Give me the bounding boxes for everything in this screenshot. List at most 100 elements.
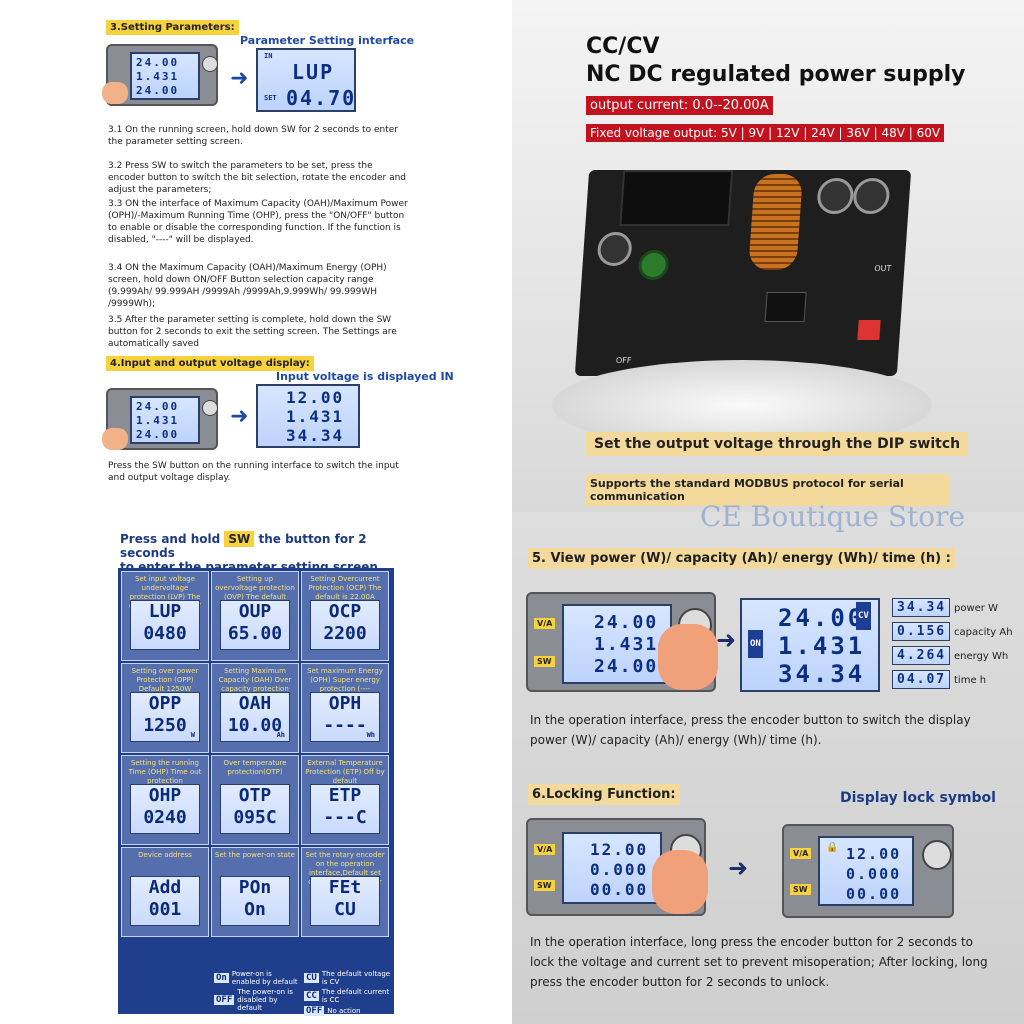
legend-text: The power-on is disabled by default: [237, 988, 293, 1012]
va-button-6a[interactable]: V/A: [534, 844, 556, 855]
out-label: OUT: [874, 264, 892, 273]
legend-key: OFF: [304, 1006, 325, 1016]
module-bottom-value: 0240: [143, 807, 187, 828]
pcb-board: OFF OUT: [574, 170, 912, 376]
module-bottom-value: 2200: [323, 623, 367, 644]
para-3-5: 3.5 After the parameter setting is compl…: [108, 315, 397, 349]
sw-button-6a[interactable]: SW: [534, 880, 555, 891]
module-unit: Wh: [366, 731, 375, 739]
device6b-lcd: 12.00 0.000 00.00: [818, 836, 914, 906]
para-3-2: 3.2 Press SW to switch the parameters to…: [108, 161, 406, 195]
reading-row: 0.156 capacity Ah: [892, 620, 1022, 644]
input-lcd: 12.00 1.431 34.34: [256, 384, 360, 448]
top-left-panel: 3.Setting Parameters: Parameter Setting …: [0, 0, 512, 512]
encoder-knob-6b[interactable]: [922, 840, 952, 870]
module-caption: External Temperature Protection (ETP) Of…: [305, 759, 385, 785]
device5-a: 1.431: [594, 634, 659, 655]
hold-title-2: the button for 2 seconds: [120, 532, 367, 560]
device6b-a: 0.000: [846, 865, 902, 883]
param-module: Setting Maximum Capacity (OAH) Over capa…: [211, 663, 299, 753]
capacitor-2: [852, 178, 891, 214]
module-bottom-value: CU: [334, 899, 356, 920]
title-power-supply: NC DC regulated power supply: [586, 62, 966, 87]
legend-key: CC: [304, 991, 319, 1001]
module-bottom-value: 0480: [143, 623, 187, 644]
param-module: Setting up overvoltage protection (OVP) …: [211, 571, 299, 661]
input-a: 1.431: [286, 407, 345, 426]
legend-key: CU: [304, 973, 319, 983]
module-caption: Setting over power Protection (OPP) Defa…: [131, 667, 199, 693]
module-top-value: LUP: [148, 601, 182, 622]
inductor-coil: [748, 174, 803, 270]
va-button[interactable]: V/A: [534, 618, 556, 629]
device6b-v: 12.00: [846, 845, 902, 863]
big-w: 34.34: [778, 660, 866, 688]
legend-text: The default current is CC: [321, 988, 390, 1004]
hand-icon-6a: [652, 850, 708, 914]
reading-2-label: capacity Ah: [954, 627, 1013, 638]
reading-2: 0.156: [892, 622, 950, 641]
arrow-right-icon-6: ➜: [728, 854, 749, 882]
module-caption: Setting Overcurrent Protection (OCP) The…: [308, 575, 382, 601]
module-top-value: OPH: [328, 693, 362, 714]
device-5: V/A SW 24.00 1.431 24.00: [526, 592, 718, 692]
lock-symbol-label: Display lock symbol: [840, 790, 996, 806]
device-set: 24.00: [136, 84, 180, 97]
module-caption: Over temperature protection(OTP): [223, 759, 287, 776]
legend-text: Power-on is enabled by default: [231, 970, 298, 986]
big-on: ON: [748, 630, 763, 658]
encoder-knob: [202, 56, 218, 72]
device-lcd-2: 24.00 1.431 24.00: [130, 396, 200, 444]
set-label: SET: [264, 94, 277, 102]
red-output-current: output current: 0.0--20.00A: [586, 96, 773, 115]
device-image-2: 24.00 1.431 24.00: [102, 388, 218, 450]
module-top-value: ETP: [328, 785, 362, 806]
param-lcd: IN LUP SET 04.70: [256, 48, 356, 112]
module-top-value: OAH: [238, 693, 272, 714]
title-ccvc: CC/CV: [586, 34, 660, 59]
sw-button[interactable]: SW: [534, 656, 555, 667]
reading-3-label: energy Wh: [954, 651, 1009, 662]
device-v: 24.00: [136, 56, 180, 69]
va-button-6b[interactable]: V/A: [790, 848, 812, 859]
set-value: 04.70: [286, 86, 357, 110]
module-bottom-value: 10.00: [227, 715, 283, 736]
sw-button-6b[interactable]: SW: [790, 884, 811, 895]
device6a-lcd: 12.00 0.000 00.00: [562, 832, 662, 904]
device-a: 1.431: [136, 70, 180, 83]
lock-icon: 🔒: [826, 842, 839, 853]
device-6b: V/A SW 12.00 0.000 00.00 🔒: [782, 824, 954, 918]
module-bottom-value: On: [244, 899, 266, 920]
module-top-value: OCP: [328, 601, 362, 622]
input-voltage-label: Input voltage is displayed IN: [276, 370, 454, 383]
section6-desc: In the operation interface, long press t…: [530, 935, 988, 989]
module-top-value: Add: [148, 877, 182, 898]
bottom-left-panel: Press and hold SW the button for 2 secon…: [0, 512, 512, 1024]
module-bottom-value: ----: [323, 715, 367, 736]
module-top-value: OPP: [148, 693, 182, 714]
module-caption: Setting the running Time (OHP) Time out …: [128, 759, 202, 785]
para-3-4: 3.4 ON the Maximum Capacity (OAH)/Maximu…: [108, 263, 387, 309]
module-lcd: ETP---C: [310, 784, 380, 834]
big-v: 24.00: [778, 604, 866, 632]
dip-switch: [857, 320, 881, 340]
device-image: 24.00 1.431 24.00: [102, 44, 218, 106]
device2-v: 24.00: [136, 400, 180, 413]
param-module: External Temperature Protection (ETP) Of…: [301, 755, 389, 845]
big-a: 1.431: [778, 632, 866, 660]
reading-1-label: power W: [954, 603, 998, 614]
device6a-w: 00.00: [590, 880, 649, 899]
red-fixed-voltage: Fixed voltage output: 5V | 9V | 12V | 24…: [586, 124, 945, 142]
section5-title: 5. View power (W)/ capacity (Ah)/ energy…: [528, 548, 955, 569]
modules-grid: Set input voltage undervoltage protectio…: [118, 568, 394, 1016]
